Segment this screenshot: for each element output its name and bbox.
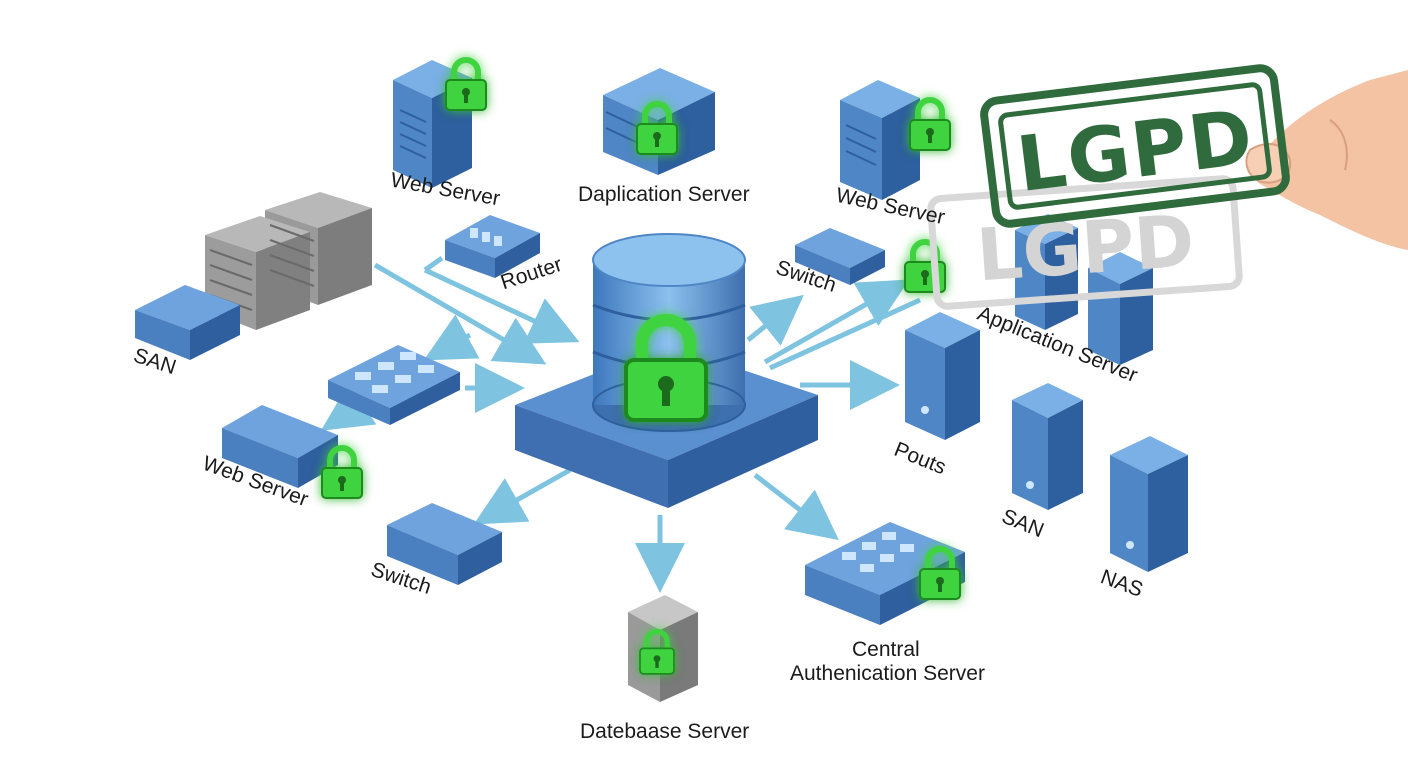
web-server-top-icon [393,60,472,188]
pouts-server-icon [905,312,980,440]
nas-icon [1110,436,1188,572]
lock-icon [919,546,961,600]
lock-icon [445,57,487,111]
lock-icon [909,97,951,151]
connection-lines [423,255,922,371]
lock-icon [321,445,363,499]
connection-arrows [320,262,910,593]
web-server-left-icon [222,405,338,488]
lock-icon [636,101,678,155]
label-central-line2: Authenication Server [790,662,985,685]
lock-icons [321,57,961,675]
application-server-icon [1015,214,1153,365]
switch-right-icon [795,228,885,285]
central-lock-icon [624,314,708,422]
label-daplication-server: Daplication Server [578,183,750,206]
label-central-line1: Central [852,638,920,661]
hand-icon [1245,70,1408,250]
san-left-icon [135,285,240,360]
lock-icon [639,628,675,675]
lock-icon [904,239,946,293]
switch-bottom-icon [387,503,502,585]
switch-panel-icon [328,345,460,425]
web-server-right-icon [840,80,920,200]
daplication-server-icon [603,68,715,175]
label-database-server: Datebaase Server [580,720,750,743]
stamp-text: LGPD [1012,91,1259,210]
san-right-icon [1012,383,1083,510]
router-icon [445,215,540,278]
